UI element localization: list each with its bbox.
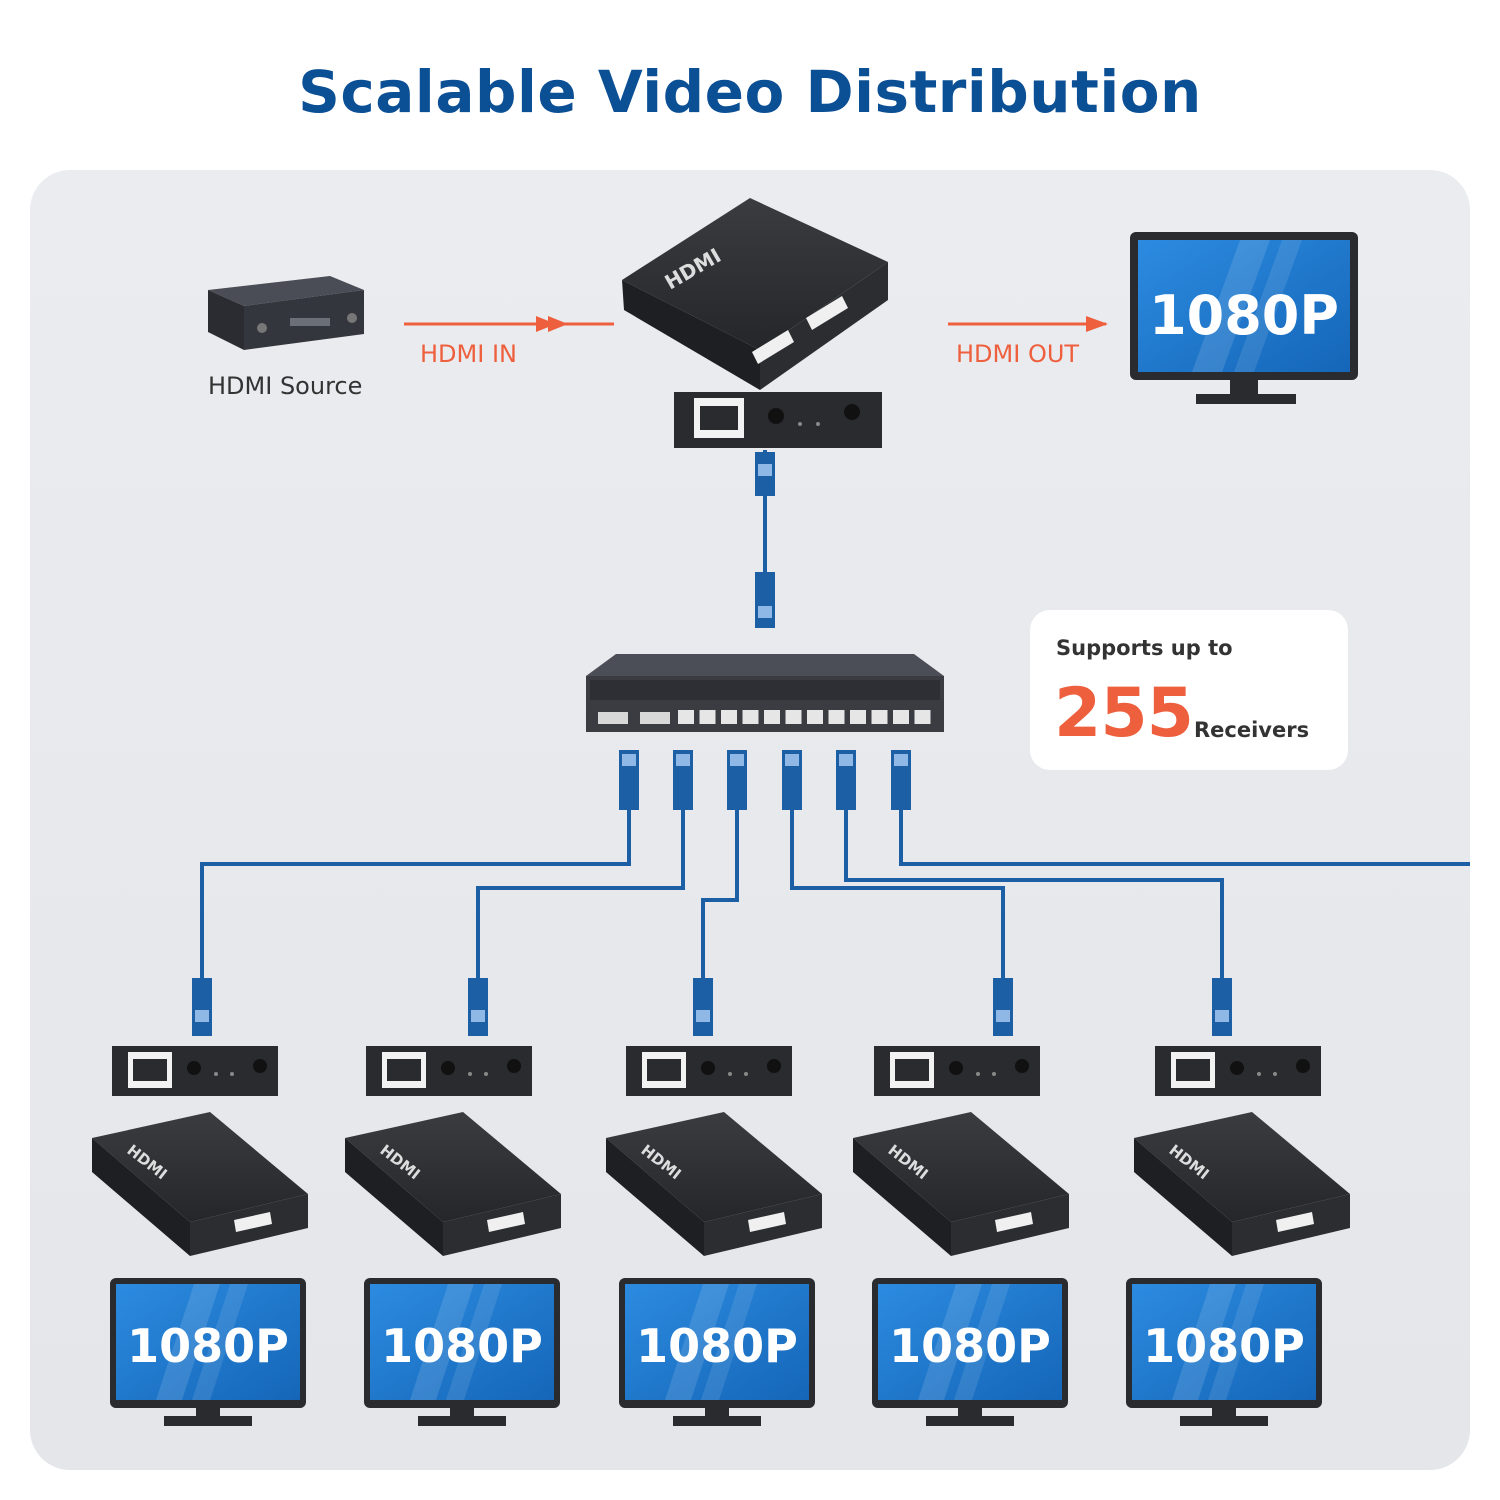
receiver-units: HDMI1080PHDMI1080PHDMI1080PHDMI1080PHDMI… xyxy=(92,978,1350,1426)
switch-ethernet-port xyxy=(893,710,909,724)
receiver-monitor: 1080P xyxy=(1126,1278,1322,1426)
hdmi-in-arrow xyxy=(404,316,614,332)
switch-ethernet-port xyxy=(807,710,823,724)
switch-ethernet-port xyxy=(914,710,931,724)
ethernet-cable xyxy=(844,810,1224,978)
switch-console-port xyxy=(640,712,670,724)
page-title: Scalable Video Distribution xyxy=(298,58,1202,126)
switch-console-port xyxy=(598,712,628,724)
receiver-device: HDMI xyxy=(345,1112,561,1256)
ethernet-cable xyxy=(790,810,1005,978)
switch-ethernet-port xyxy=(785,710,802,724)
receiver-back-panel xyxy=(1155,1046,1321,1096)
capacity-count: 255 xyxy=(1054,674,1194,753)
hdmi-source-label: HDMI Source xyxy=(208,372,363,400)
main-monitor: 1080P xyxy=(1130,232,1358,404)
receiver-back-panel xyxy=(366,1046,532,1096)
transmitter-switch-cable xyxy=(755,450,775,628)
network-switch xyxy=(586,654,944,732)
receiver-monitor: 1080P xyxy=(619,1278,815,1426)
switch-ethernet-port xyxy=(678,710,694,724)
receiver-monitor: 1080P xyxy=(110,1278,306,1426)
switch-cable-connector xyxy=(836,750,856,810)
receiver-back-panel xyxy=(626,1046,792,1096)
capacity-unit: Receivers xyxy=(1194,718,1310,742)
hdmi-out-label: HDMI OUT xyxy=(956,340,1080,368)
receiver-unit: HDMI 1080P xyxy=(1126,978,1350,1426)
switch-cable-connector xyxy=(782,750,802,810)
receiver-back-panel xyxy=(874,1046,1040,1096)
switch-cable-connector xyxy=(727,750,747,810)
switch-ethernet-port xyxy=(871,710,888,724)
receiver-monitor: 1080P xyxy=(364,1278,560,1426)
ethernet-cable xyxy=(476,810,685,978)
hdmi-source-device xyxy=(208,276,364,350)
switch-ports xyxy=(598,710,931,724)
receiver-cable-connector xyxy=(468,978,488,1036)
switch-ethernet-port xyxy=(742,710,759,724)
switch-cable-connector xyxy=(619,750,639,810)
switch-cable-connector xyxy=(891,750,911,810)
switch-ethernet-port xyxy=(699,710,716,724)
capacity-prefix: Supports up to xyxy=(1056,636,1233,660)
receiver-unit: HDMI 1080P xyxy=(853,978,1069,1426)
receiver-monitor-resolution: 1080P xyxy=(381,1319,543,1373)
transmitter-device: HDMI xyxy=(622,198,888,390)
receiver-device: HDMI xyxy=(853,1112,1069,1256)
receiver-unit: HDMI 1080P xyxy=(92,978,308,1426)
receiver-unit: HDMI 1080P xyxy=(606,978,822,1426)
switch-ethernet-port xyxy=(764,710,780,724)
switch-ethernet-port xyxy=(850,710,866,724)
receiver-cable-connector xyxy=(192,978,212,1036)
switch-cable-connector xyxy=(673,750,693,810)
main-monitor-resolution: 1080P xyxy=(1149,284,1339,347)
receiver-cable-connector xyxy=(993,978,1013,1036)
receiver-cable-connector xyxy=(1212,978,1232,1036)
ethernet-cable xyxy=(200,810,631,978)
receiver-device: HDMI xyxy=(606,1112,822,1256)
receiver-monitor-resolution: 1080P xyxy=(889,1319,1051,1373)
receiver-unit: HDMI 1080P xyxy=(345,978,561,1426)
ethernet-cable xyxy=(899,810,1470,866)
receiver-device: HDMI xyxy=(92,1112,308,1256)
switch-ethernet-port xyxy=(828,710,845,724)
receiver-monitor-resolution: 1080P xyxy=(1143,1319,1305,1373)
switch-ethernet-port xyxy=(721,710,737,724)
fanout-cables xyxy=(200,750,1470,978)
transmitter-back-panel xyxy=(674,392,882,448)
hdmi-in-label: HDMI IN xyxy=(420,340,517,368)
receiver-device: HDMI xyxy=(1134,1112,1350,1256)
receiver-cable-connector xyxy=(693,978,713,1036)
receiver-monitor-resolution: 1080P xyxy=(636,1319,798,1373)
hdmi-out-arrow xyxy=(948,316,1108,332)
receiver-monitor: 1080P xyxy=(872,1278,1068,1426)
ethernet-cable xyxy=(701,810,739,978)
receiver-back-panel xyxy=(112,1046,278,1096)
receiver-monitor-resolution: 1080P xyxy=(127,1319,289,1373)
receiver-capacity-card: Supports up to 255 Receivers xyxy=(1030,610,1348,770)
